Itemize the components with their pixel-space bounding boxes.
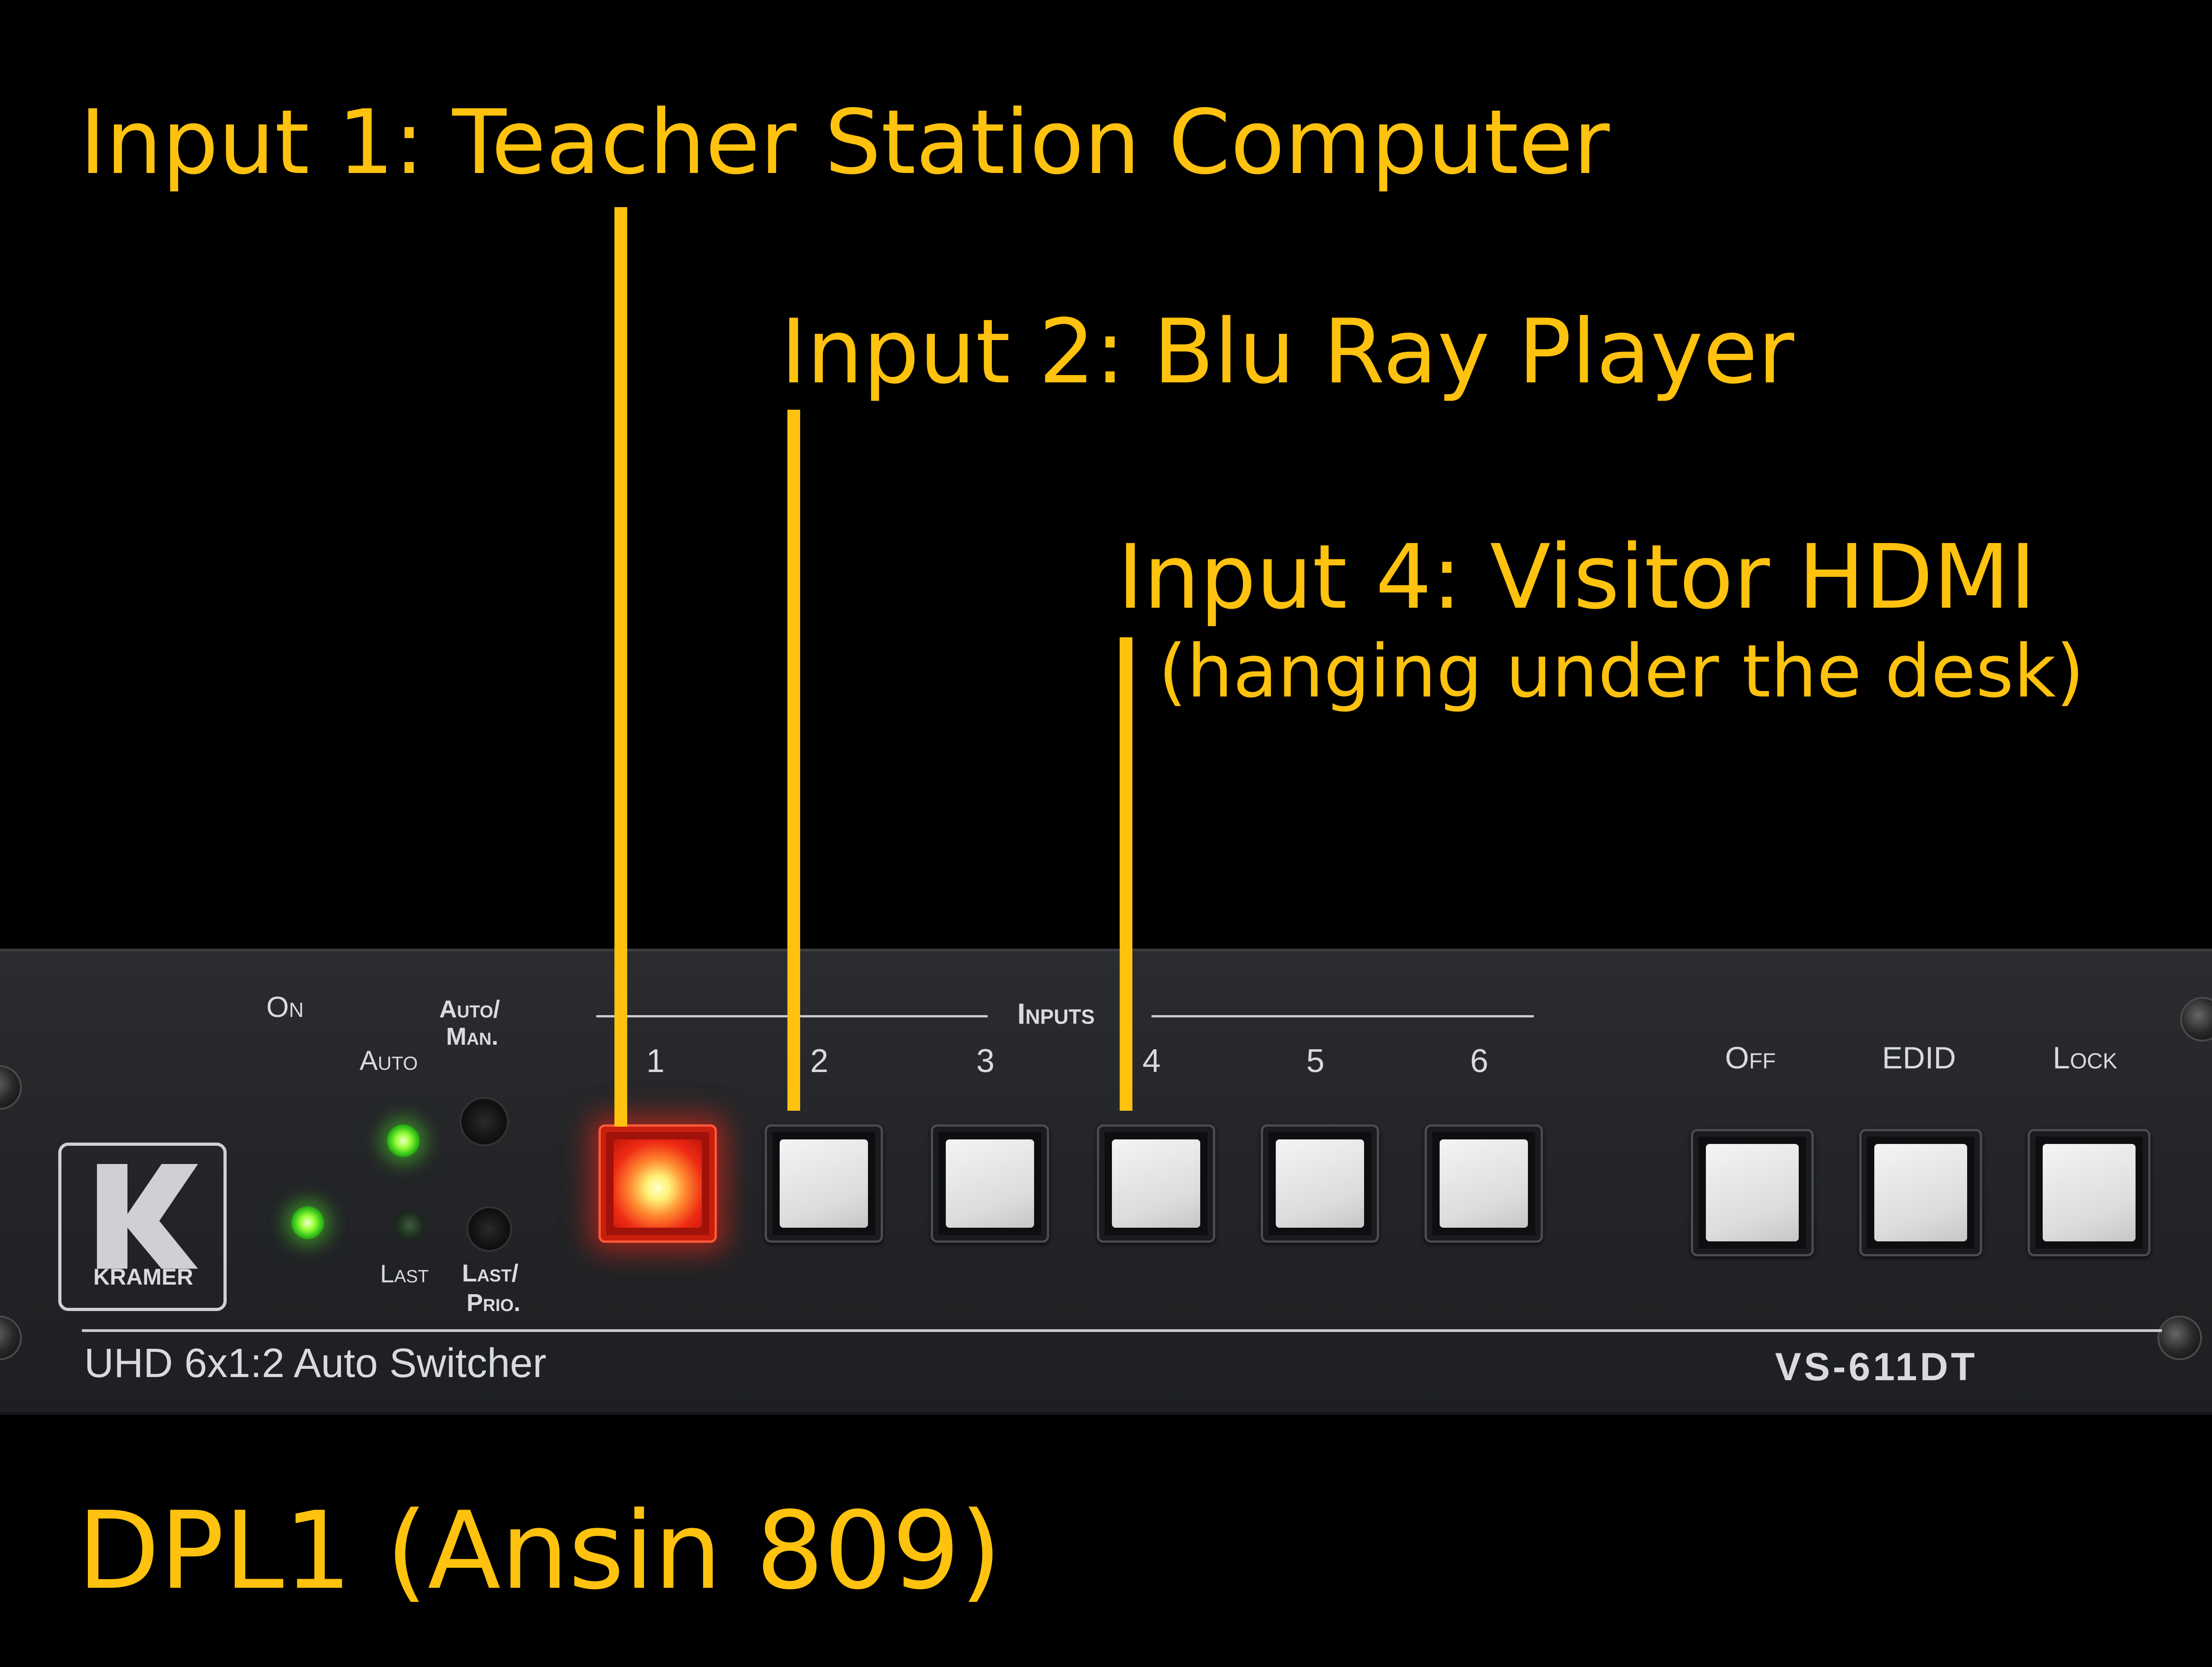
auto-label: Auto (360, 1045, 418, 1076)
bottom-divider (82, 1329, 2162, 1332)
input4-note: (hanging under the desk) (1158, 629, 2085, 714)
auto-man-label-2: Man. (446, 1023, 498, 1050)
last-label: Last (380, 1259, 429, 1288)
device-description: UHD 6x1:2 Auto Switcher (84, 1341, 547, 1386)
rack-screw-bottom-left (0, 1316, 22, 1360)
on-label: On (266, 991, 304, 1023)
kramer-logo (58, 1143, 227, 1311)
input-number-5: 5 (1306, 1043, 1325, 1079)
input4-leader-line (1120, 637, 1132, 1111)
input-number-3: 3 (976, 1043, 995, 1079)
input-number-2: 2 (810, 1043, 829, 1079)
model-number: VS-611DT (1775, 1345, 1978, 1389)
input-number-6: 6 (1470, 1043, 1489, 1079)
last-led (395, 1211, 424, 1240)
input-1-button[interactable] (599, 1124, 717, 1243)
last-prio-button[interactable] (467, 1206, 512, 1252)
room-label: DPL1 (Ansin 809) (77, 1489, 1002, 1613)
input-5-button[interactable] (1261, 1124, 1379, 1243)
auto-man-button[interactable] (460, 1097, 509, 1146)
lock-button[interactable] (2028, 1129, 2151, 1256)
kramer-brand-text: KRAMER (93, 1264, 193, 1290)
last-prio-label: Last/ (462, 1260, 518, 1287)
input-2-button[interactable] (765, 1124, 883, 1243)
input1-label: Input 1: Teacher Station Computer (80, 91, 1610, 194)
input2-label: Input 2: Blu Ray Player (781, 300, 1795, 403)
input1-leader-line (614, 207, 627, 1127)
last-prio-label-2: Prio. (467, 1289, 521, 1316)
input-6-button[interactable] (1425, 1124, 1543, 1243)
rack-screw-top-right (2180, 997, 2212, 1042)
inputs-rule-right (1152, 1015, 1534, 1017)
auto-led (387, 1124, 420, 1157)
edid-label: EDID (1882, 1041, 1956, 1075)
off-label: Off (1725, 1041, 1776, 1075)
auto-man-label: Auto/ (439, 996, 500, 1023)
edid-button[interactable] (1859, 1129, 1982, 1256)
lock-label: Lock (2053, 1041, 2117, 1075)
power-led (291, 1206, 324, 1239)
input2-leader-line (787, 410, 800, 1111)
rack-screw-bottom-right (2157, 1316, 2202, 1360)
switcher-front-panel: On Auto Auto/ Man. Last Last/ Prio. KRAM… (0, 949, 2212, 1415)
rack-screw-top-left (0, 1065, 22, 1110)
inputs-label: Inputs (1017, 997, 1095, 1030)
input-4-button[interactable] (1097, 1124, 1215, 1243)
input-3-button[interactable] (931, 1124, 1049, 1243)
input4-label: Input 4: Visitor HDMI (1117, 525, 2036, 629)
off-button[interactable] (1691, 1129, 1814, 1256)
input-number-1: 1 (646, 1043, 665, 1079)
input-number-4: 4 (1142, 1043, 1161, 1079)
kramer-k-mark (97, 1164, 198, 1269)
